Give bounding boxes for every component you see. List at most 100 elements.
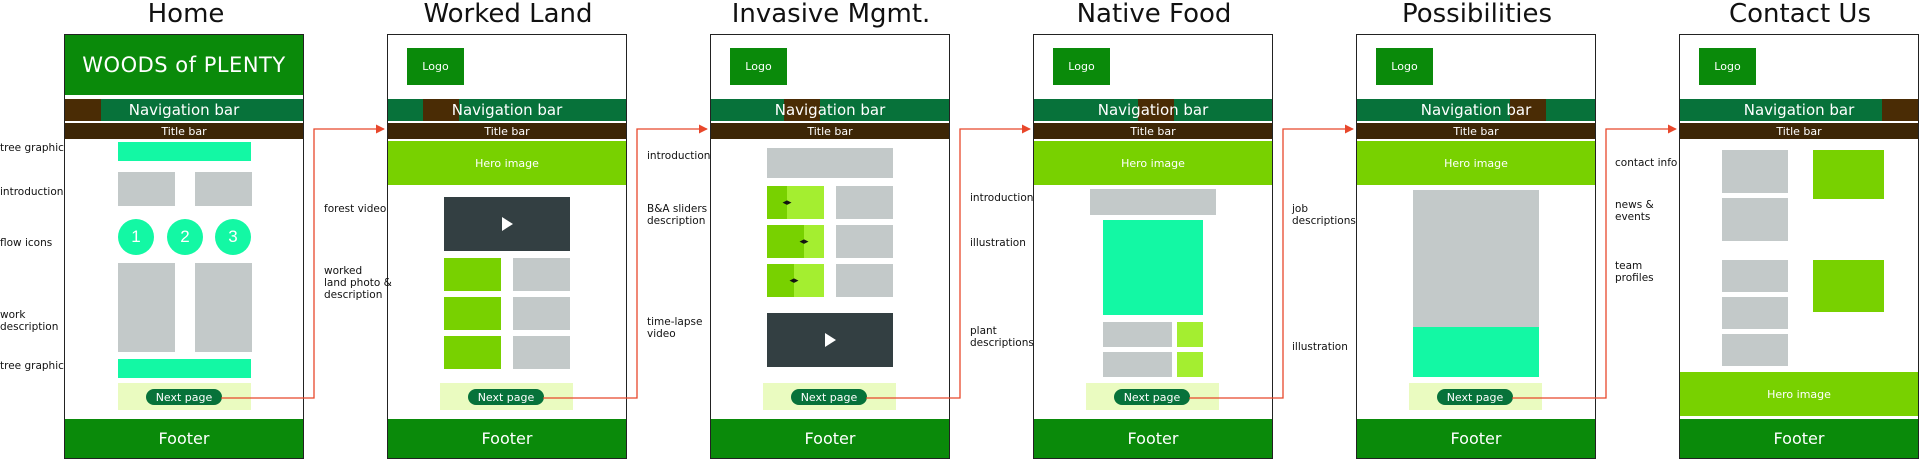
next-page-button[interactable]: Next page — [468, 389, 544, 405]
annotation-introduction: introduction — [0, 186, 64, 198]
navigation-bar[interactable]: Navigation bar — [388, 99, 626, 121]
navigation-bar-label: Navigation bar — [1097, 101, 1209, 119]
nav-accent — [784, 99, 820, 121]
navigation-bar-label: Navigation bar — [1743, 101, 1855, 119]
navigation-bar[interactable]: Navigation bar — [711, 99, 949, 121]
time-lapse-video[interactable] — [767, 313, 893, 367]
slider-handle-icon[interactable]: ◂▸ — [799, 236, 809, 246]
navigation-bar-label: Navigation bar — [774, 101, 886, 119]
nav-accent — [65, 99, 101, 121]
footer: Footer — [711, 419, 949, 458]
title-bar: Title bar — [65, 123, 303, 139]
flow-arrow-2 — [543, 124, 708, 399]
flow-arrow-1 — [221, 124, 385, 399]
annotation-illustration: illustration — [1292, 341, 1348, 353]
contact-photo — [1813, 150, 1884, 199]
play-icon — [824, 333, 836, 347]
contact-info-block — [1722, 150, 1788, 193]
annotation-worked-land: worked land photo & description — [324, 265, 392, 301]
play-icon — [501, 217, 513, 231]
page-title-worked-land: Worked Land — [423, 0, 593, 29]
annotation-job-descriptions: job descriptions — [1292, 203, 1356, 227]
slider-before-1 — [767, 186, 787, 219]
next-page-button[interactable]: Next page — [791, 389, 867, 405]
title-bar: Title bar — [1680, 123, 1918, 139]
annotation-introduction: introduction — [970, 192, 1034, 204]
title-bar: Title bar — [1357, 123, 1595, 139]
annotation-news-events: news & events — [1615, 199, 1654, 223]
site-banner: WOODS of PLENTY — [65, 35, 303, 95]
slider-handle-icon[interactable]: ◂▸ — [789, 275, 799, 285]
next-page-button[interactable]: Next page — [1437, 389, 1513, 405]
worked-land-desc-2 — [513, 297, 570, 330]
slider-before-3 — [767, 264, 794, 297]
logo[interactable]: Logo — [1053, 48, 1110, 85]
annotation-team-profiles: team profiles — [1615, 260, 1654, 284]
navigation-bar[interactable]: Navigation bar — [1034, 99, 1272, 121]
introduction-block — [767, 148, 893, 178]
team-profile-1 — [1722, 260, 1788, 292]
flow-icon-3: 3 — [215, 219, 251, 255]
wireframe-invasive-mgmt: Logo Navigation bar Title bar ◂▸ ◂▸ ◂▸ N… — [710, 34, 950, 459]
tree-graphic-bottom — [118, 359, 251, 378]
wireframe-worked-land: Logo Navigation bar Title bar Hero image… — [387, 34, 627, 459]
navigation-bar[interactable]: Navigation bar — [65, 99, 303, 121]
illustration — [1103, 220, 1203, 315]
before-after-slider-1[interactable]: ◂▸ — [767, 186, 824, 219]
tree-graphic-top — [118, 142, 251, 161]
page-title-invasive-mgmt: Invasive Mgmt. — [731, 0, 931, 29]
logo[interactable]: Logo — [1376, 48, 1433, 85]
forest-video[interactable] — [444, 197, 570, 251]
footer: Footer — [1034, 419, 1272, 458]
worked-land-desc-1 — [513, 258, 570, 291]
logo[interactable]: Logo — [1699, 48, 1756, 85]
hero-image: Hero image — [1357, 141, 1595, 185]
navigation-bar[interactable]: Navigation bar — [1357, 99, 1595, 121]
annotation-time-lapse: time-lapse video — [647, 316, 703, 340]
wireframe-possibilities: Logo Navigation bar Title bar Hero image… — [1356, 34, 1596, 459]
before-after-slider-3[interactable]: ◂▸ — [767, 264, 824, 297]
page-title-home: Home — [147, 0, 225, 29]
worked-land-photo-2 — [444, 297, 501, 330]
plant-photo-2 — [1177, 352, 1203, 377]
next-page-button[interactable]: Next page — [146, 389, 222, 405]
intro-block-left — [118, 172, 175, 206]
annotation-flow-icons: flow icons — [0, 237, 53, 249]
navigation-bar-label: Navigation bar — [451, 101, 563, 119]
page-title-contact-us: Contact Us — [1729, 0, 1871, 29]
work-description-right — [195, 263, 252, 352]
team-profile-3 — [1722, 334, 1788, 366]
annotation-work-description: work description — [0, 309, 59, 333]
logo[interactable]: Logo — [730, 48, 787, 85]
footer: Footer — [388, 419, 626, 458]
slider-handle-icon[interactable]: ◂▸ — [782, 197, 792, 207]
nav-accent — [1138, 99, 1174, 121]
logo[interactable]: Logo — [407, 48, 464, 85]
annotation-illustration: illustration — [970, 237, 1026, 249]
worked-land-photo-3 — [444, 336, 501, 369]
intro-block-right — [195, 172, 252, 206]
plant-description-2 — [1103, 352, 1172, 377]
before-after-slider-2[interactable]: ◂▸ — [767, 225, 824, 258]
team-profile-2 — [1722, 297, 1788, 329]
slider-before-2 — [767, 225, 804, 258]
page-title-possibilities: Possibilities — [1401, 0, 1553, 29]
nav-accent — [1882, 99, 1918, 121]
flow-arrow-5 — [1512, 124, 1677, 399]
annotation-introduction: introduction — [647, 150, 711, 162]
worked-land-photo-1 — [444, 258, 501, 291]
annotation-forest-video: forest video — [324, 203, 387, 215]
worked-land-desc-3 — [513, 336, 570, 369]
flow-arrow-4 — [1189, 124, 1354, 399]
page-title-native-food: Native Food — [1076, 0, 1232, 29]
hero-image: Hero image — [1680, 372, 1918, 416]
navigation-bar-label: Navigation bar — [1420, 101, 1532, 119]
next-page-button[interactable]: Next page — [1114, 389, 1190, 405]
illustration — [1413, 327, 1539, 377]
slider-description-1 — [836, 186, 893, 219]
nav-accent — [423, 99, 459, 121]
nav-accent — [1510, 99, 1546, 121]
navigation-bar[interactable]: Navigation bar — [1680, 99, 1918, 121]
introduction-block — [1090, 189, 1216, 215]
